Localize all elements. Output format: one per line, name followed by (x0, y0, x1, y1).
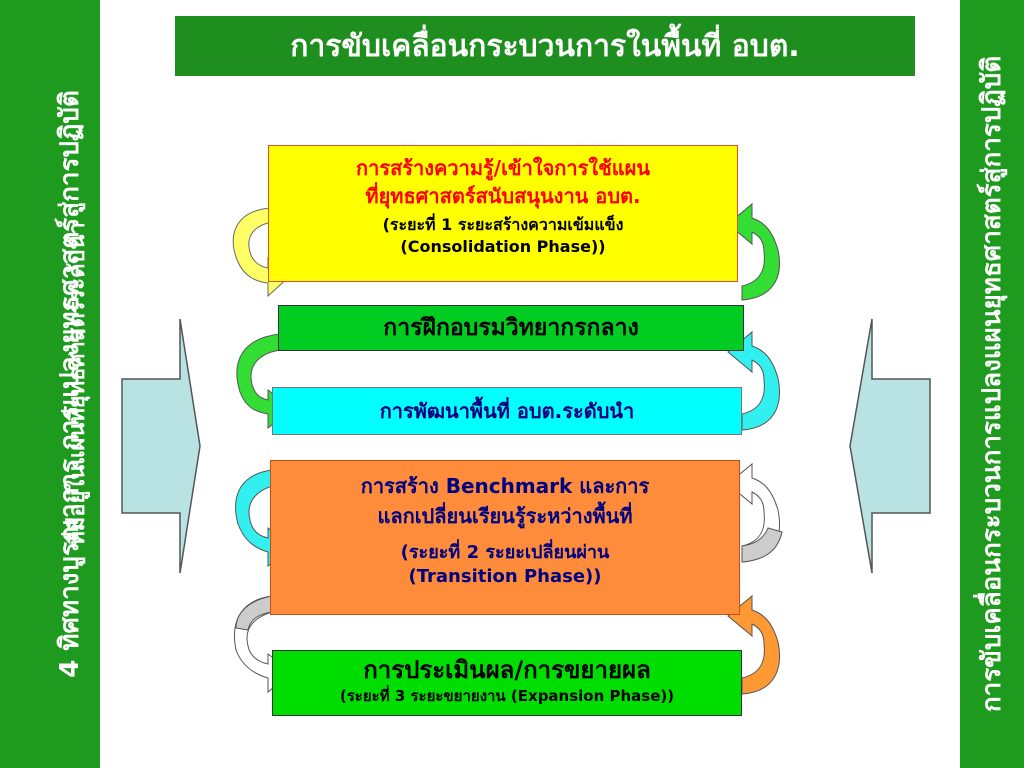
benchmark-phase2: (Transition Phase)) (408, 566, 602, 587)
left-sidebar: 4 ทิศทางบูรณาการ การแปลงยุทธศาสตร์สู่การ… (0, 0, 100, 768)
consolidation-line2: ที่ยุทธศาสตร์สนับสนุนงาน อบต. (365, 184, 641, 208)
curved-arrow-orange (727, 594, 780, 695)
leading-label: การพัฒนาพื้นที่ อบต.ระดับนำ (379, 399, 635, 423)
page-title: การขับเคลื่อนกระบวนการในพื้นที่ อบต. (175, 16, 915, 76)
curved-arrow-green-right (727, 202, 780, 301)
consolidation-phase2: (Consolidation Phase)) (400, 237, 606, 256)
benchmark-phase1: (ระยะที่ 2 ระยะเปลี่ยนผ่าน (400, 542, 610, 563)
consolidation-phase-box: การสร้างความรู้/เข้าใจการใช้แผน ที่ยุทธศ… (268, 145, 738, 282)
benchmark-line2: แลกเปลี่ยนเรียนรู้ระหว่างพื้นที่ (377, 504, 633, 528)
left-block-arrow (121, 318, 201, 574)
consolidation-phase1: (ระยะที่ 1 ระยะสร้างความเข้มแข็ง (382, 215, 624, 234)
right-block-arrow (849, 318, 931, 574)
leading-area-box: การพัฒนาพื้นที่ อบต.ระดับนำ (272, 387, 742, 435)
evaluation-box: การประเมินผล/การขยายผล (ระยะที่ 3 ระยะขย… (272, 650, 742, 716)
benchmark-box: การสร้าง Benchmark และการ แลกเปลี่ยนเรีย… (270, 460, 740, 615)
training-label: การฝึกอบรมวิทยากรกลาง (383, 315, 639, 341)
evaluation-line2: (ระยะที่ 3 ระยะขยายงาน (Expansion Phase)… (339, 687, 675, 705)
training-box: การฝึกอบรมวิทยากรกลาง (278, 305, 744, 351)
right-sidebar: การขับเคลื่อนกระบวนการแปลงแผนยุทธศาสตร์ส… (960, 0, 1024, 768)
benchmark-line1: การสร้าง Benchmark และการ (360, 474, 650, 498)
consolidation-line1: การสร้างความรู้/เข้าใจการใช้แผน (355, 156, 651, 180)
evaluation-line1: การประเมินผล/การขยายผล (363, 656, 651, 684)
